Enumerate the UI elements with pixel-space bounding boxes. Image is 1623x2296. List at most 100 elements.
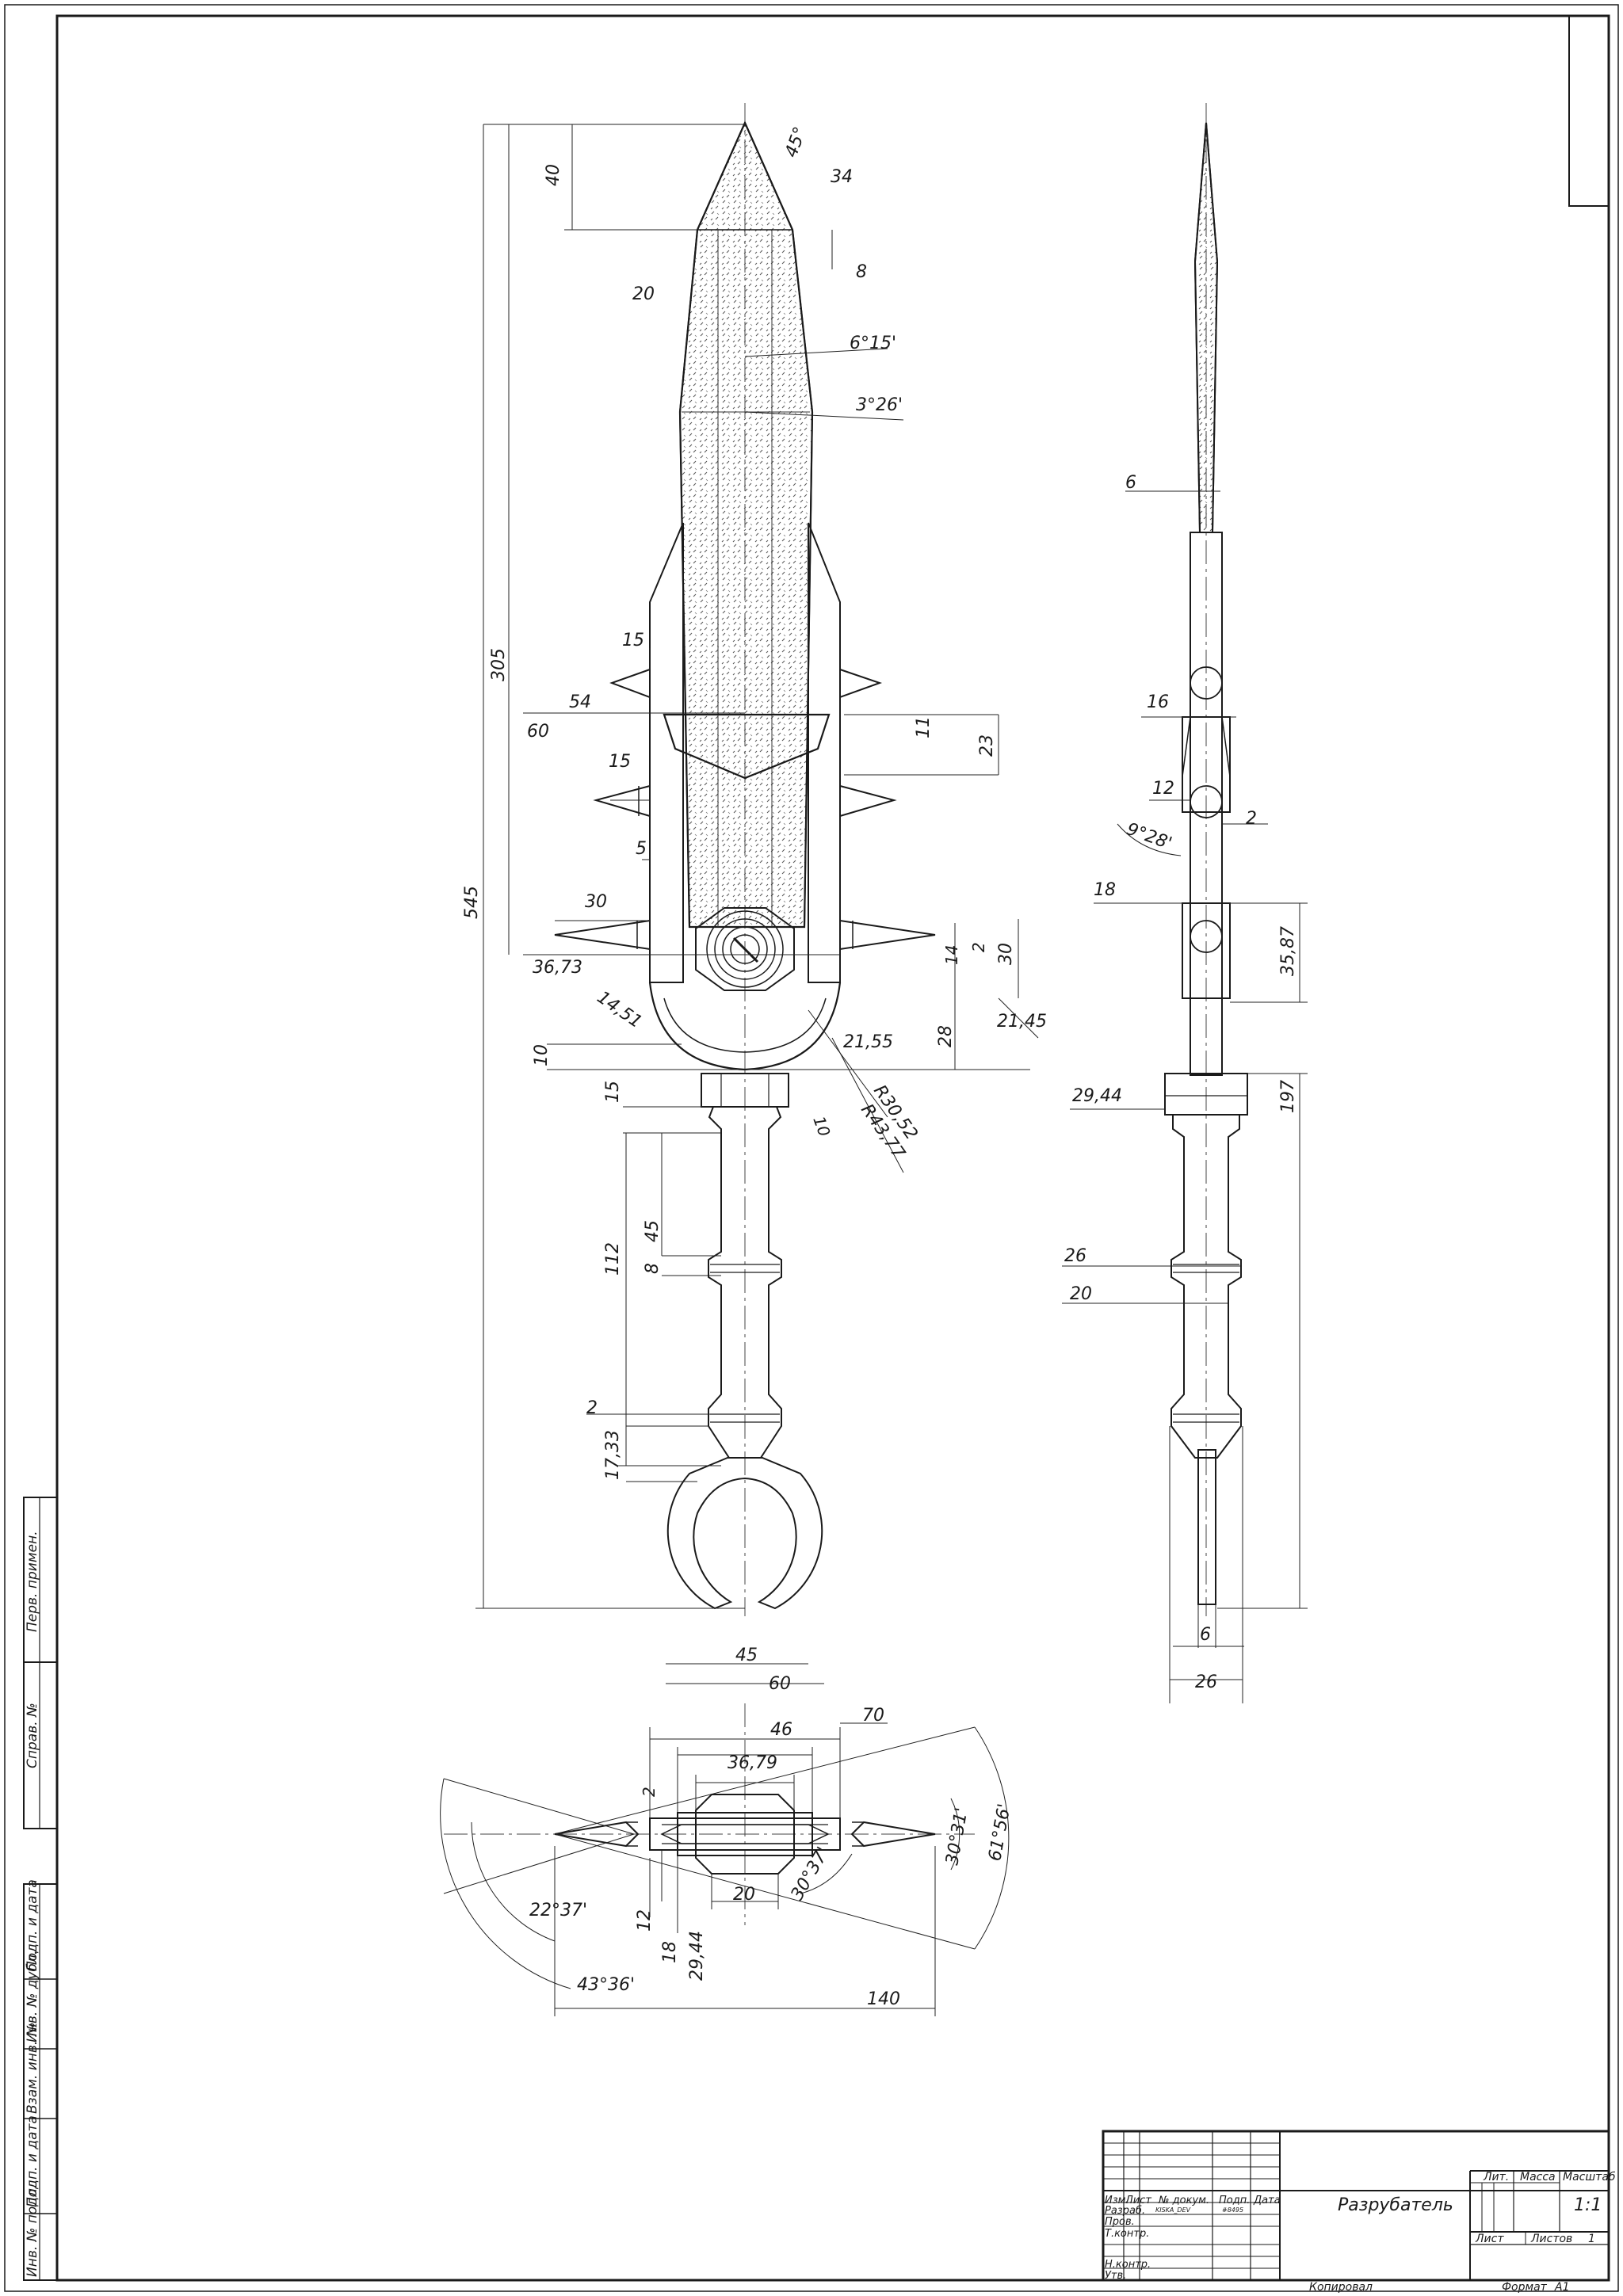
- dim-front-11: 11: [914, 716, 934, 738]
- dim-top-2: 2: [640, 1787, 659, 1797]
- tb-role-checker: Пров.: [1105, 2216, 1135, 2228]
- dim-side-26b: 26: [1195, 1672, 1217, 1692]
- dim-top-3679: 36,79: [727, 1753, 777, 1773]
- dim-front-1733: 17,33: [603, 1430, 623, 1480]
- dim-front-45a: 45: [643, 1220, 663, 1242]
- side-dimensions: [1062, 490, 1308, 1703]
- dim-front-1451: 14,51: [594, 987, 646, 1032]
- sheet-label: Лист: [1475, 2233, 1504, 2245]
- dim-front-545: 545: [462, 886, 482, 919]
- dim-front-5: 5: [636, 839, 647, 859]
- dim-top-2944: 29,44: [687, 1931, 707, 1981]
- tb-header-izm: Изм.: [1105, 2195, 1129, 2206]
- dim-front-30a: 30: [585, 892, 607, 912]
- sheets-value: 1: [1588, 2233, 1595, 2245]
- dim-front-10a: 10: [532, 1044, 552, 1066]
- tb-header-date: Дата: [1253, 2195, 1281, 2206]
- dim-front-20: 20: [632, 284, 655, 304]
- dim-front-2b: 2: [586, 1398, 598, 1418]
- dim-top-20: 20: [733, 1885, 755, 1905]
- stamp-label-1: Справ. №: [25, 1703, 40, 1768]
- dim-side-3587: 35,87: [1278, 926, 1298, 976]
- mass-label: Масса: [1520, 2171, 1556, 2183]
- stamp-label-3: Инв. № дубл.: [25, 1951, 40, 2042]
- dim-front-15b: 15: [609, 752, 631, 772]
- stamp-label-4: Взам. инв. №: [25, 2023, 40, 2114]
- front-view: [554, 103, 936, 1616]
- dim-front-8: 8: [643, 1263, 663, 1274]
- dim-front-45b: 45: [735, 1646, 758, 1665]
- dim-side-6a: 6: [1125, 473, 1136, 493]
- dim-front-305: 305: [489, 648, 509, 681]
- side-view: [1164, 103, 1248, 1616]
- front-dimensions: [475, 124, 1039, 1684]
- dim-front-15c: 15: [603, 1081, 623, 1103]
- top-dimensions: [440, 1722, 1010, 2016]
- sheets-label: Листов: [1530, 2233, 1572, 2245]
- dim-side-6b: 6: [1200, 1625, 1211, 1645]
- stamp-label-2: Подп. и дата: [25, 1879, 40, 1971]
- tb-role-approver: Утв.: [1105, 2270, 1126, 2282]
- dim-side-12: 12: [1152, 779, 1174, 799]
- side-dimension-labels: 6 16 12 2 9°28' 18 35,87 29,44 197 26 20…: [1064, 473, 1298, 1692]
- dim-side-197: 197: [1278, 1080, 1298, 1113]
- dim-top-46: 46: [770, 1720, 792, 1740]
- litera-label: Лит.: [1483, 2171, 1509, 2183]
- stamp-label-6: Инв. № подл.: [25, 2184, 40, 2277]
- dim-front-angle-45: 45°: [781, 124, 811, 160]
- dim-side-16: 16: [1147, 692, 1169, 712]
- dim-top-70: 70: [862, 1706, 884, 1726]
- dim-top-140: 140: [867, 1989, 900, 2009]
- dim-front-angle-326: 3°26': [856, 395, 903, 415]
- dim-top-angle-4336: 43°36': [577, 1975, 635, 1995]
- tb-role-tech-control: Т.контр.: [1105, 2228, 1149, 2240]
- dim-front-14: 14: [942, 945, 961, 965]
- stamp-label-5: Подп. и дата: [25, 2115, 40, 2207]
- tb-doc-number: KISKA_DEV: [1155, 2206, 1191, 2214]
- dim-front-60: 60: [527, 722, 549, 742]
- stamp-label-0: Перв. примен.: [25, 1531, 40, 1632]
- dim-front-28: 28: [936, 1025, 956, 1047]
- top-dimension-labels: 70 46 36,79 2 30°31' 61°56' 22°37' 20 30…: [529, 1706, 1015, 2009]
- dim-front-34: 34: [831, 167, 853, 187]
- dim-top-angle-3031: 30°31': [942, 1806, 972, 1867]
- dim-front-2145: 21,45: [997, 1012, 1047, 1032]
- dim-side-20: 20: [1070, 1284, 1092, 1304]
- dim-side-26a: 26: [1064, 1246, 1086, 1266]
- dim-front-30b: 30: [996, 943, 1016, 965]
- top-view: [444, 1703, 975, 1925]
- dim-top-18: 18: [660, 1941, 680, 1963]
- title-block: Изм. Лист № докум. Подп. Дата Разраб. Пр…: [1102, 2130, 1616, 2294]
- front-dimension-labels: 45° 40 34 8 20 6°15' 3°26' 305 545 15 54…: [462, 124, 1047, 1694]
- dim-front-10b: 10: [809, 1114, 834, 1139]
- dim-front-2: 2: [969, 942, 988, 952]
- dim-front-60b: 60: [769, 1674, 791, 1694]
- dim-front-112: 112: [603, 1242, 623, 1276]
- dim-top-12: 12: [635, 1909, 655, 1932]
- format-value: A1: [1554, 2281, 1569, 2294]
- side-stamp: Перв. примен. Справ. № Подп. и дата Инв.…: [23, 1497, 58, 2281]
- tb-role-norm-control: Н.контр.: [1105, 2259, 1151, 2271]
- dim-front-54: 54: [569, 692, 591, 712]
- scale-value: 1:1: [1574, 2195, 1602, 2215]
- dim-front-23: 23: [977, 734, 997, 757]
- tb-header-list: Лист: [1125, 2195, 1151, 2206]
- tb-header-sign: Подп.: [1219, 2195, 1250, 2206]
- copied-label: Копировал: [1309, 2281, 1373, 2294]
- dim-front-angle-615: 6°15': [850, 334, 896, 353]
- tb-role-developer: Разраб.: [1105, 2205, 1145, 2217]
- dim-side-2944: 29,44: [1072, 1086, 1122, 1106]
- dim-top-angle-2237: 22°37': [529, 1901, 587, 1920]
- dim-top-angle-6156: 61°56': [985, 1802, 1014, 1863]
- tb-header-doc: № докум.: [1158, 2195, 1209, 2206]
- format-label: Формат: [1502, 2281, 1548, 2294]
- dim-front-3673: 36,73: [533, 958, 582, 978]
- dim-front-2155: 21,55: [843, 1032, 893, 1052]
- dim-side-angle-928: 9°28': [1124, 819, 1174, 854]
- dim-side-18: 18: [1094, 880, 1116, 900]
- dim-front-40: 40: [544, 164, 563, 186]
- scale-label: Масштаб: [1563, 2171, 1616, 2183]
- sheet-frame: [4, 4, 1619, 2292]
- dim-front-15a: 15: [622, 631, 644, 650]
